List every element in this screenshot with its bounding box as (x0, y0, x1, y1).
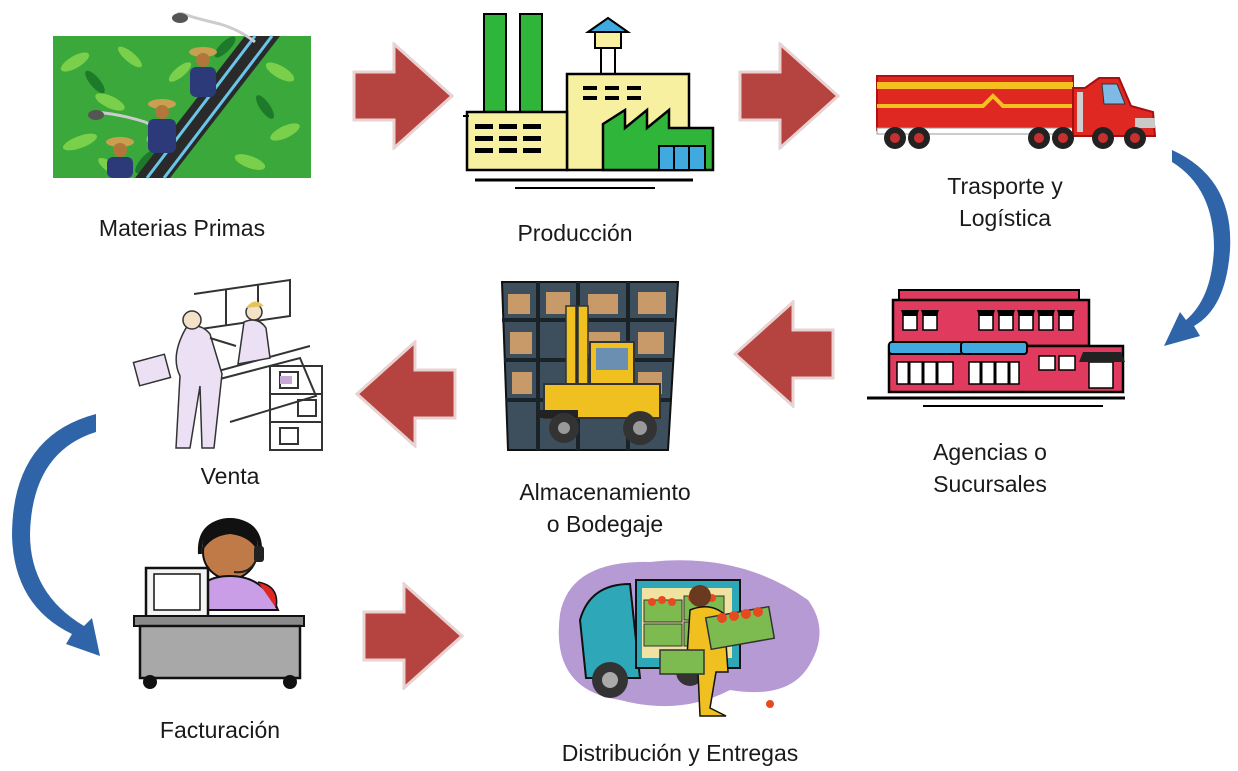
step-label-transporte-line2: Logística (958, 205, 1052, 231)
truck-icon (876, 75, 1157, 149)
curved-arrow-down-icon (12, 414, 100, 656)
delivery-van-icon (558, 560, 820, 717)
step-label-materias-primas: Materias Primas (98, 215, 266, 241)
step-label-agencias-line2: Sucursales (933, 471, 1047, 497)
arrow-right-icon (738, 42, 840, 150)
sales-meeting-icon (132, 278, 323, 451)
step-label-produccion: Producción (517, 220, 633, 246)
arrow-left-icon (355, 340, 457, 448)
arrow-right-icon (352, 42, 454, 150)
raw-materials-icon (53, 12, 311, 179)
curved-arrow-down-icon (1164, 150, 1231, 346)
step-label-almacen-line2: o Bodegaje (546, 511, 664, 537)
factory-icon (463, 13, 715, 189)
warehouse-forklift-icon (500, 281, 680, 451)
store-icon (867, 289, 1125, 407)
step-label-facturacion: Facturación (159, 717, 281, 743)
billing-operator-icon (133, 517, 305, 689)
step-label-almacen-line1: Almacenamiento (519, 479, 691, 505)
step-label-agencias-line1: Agencias o (933, 439, 1047, 465)
step-label-venta: Venta (200, 463, 260, 489)
arrow-left-icon (733, 300, 835, 408)
step-label-distribucion: Distribución y Entregas (561, 740, 799, 766)
arrow-right-icon (362, 582, 464, 690)
step-label-transporte-line1: Trasporte y (947, 173, 1063, 199)
